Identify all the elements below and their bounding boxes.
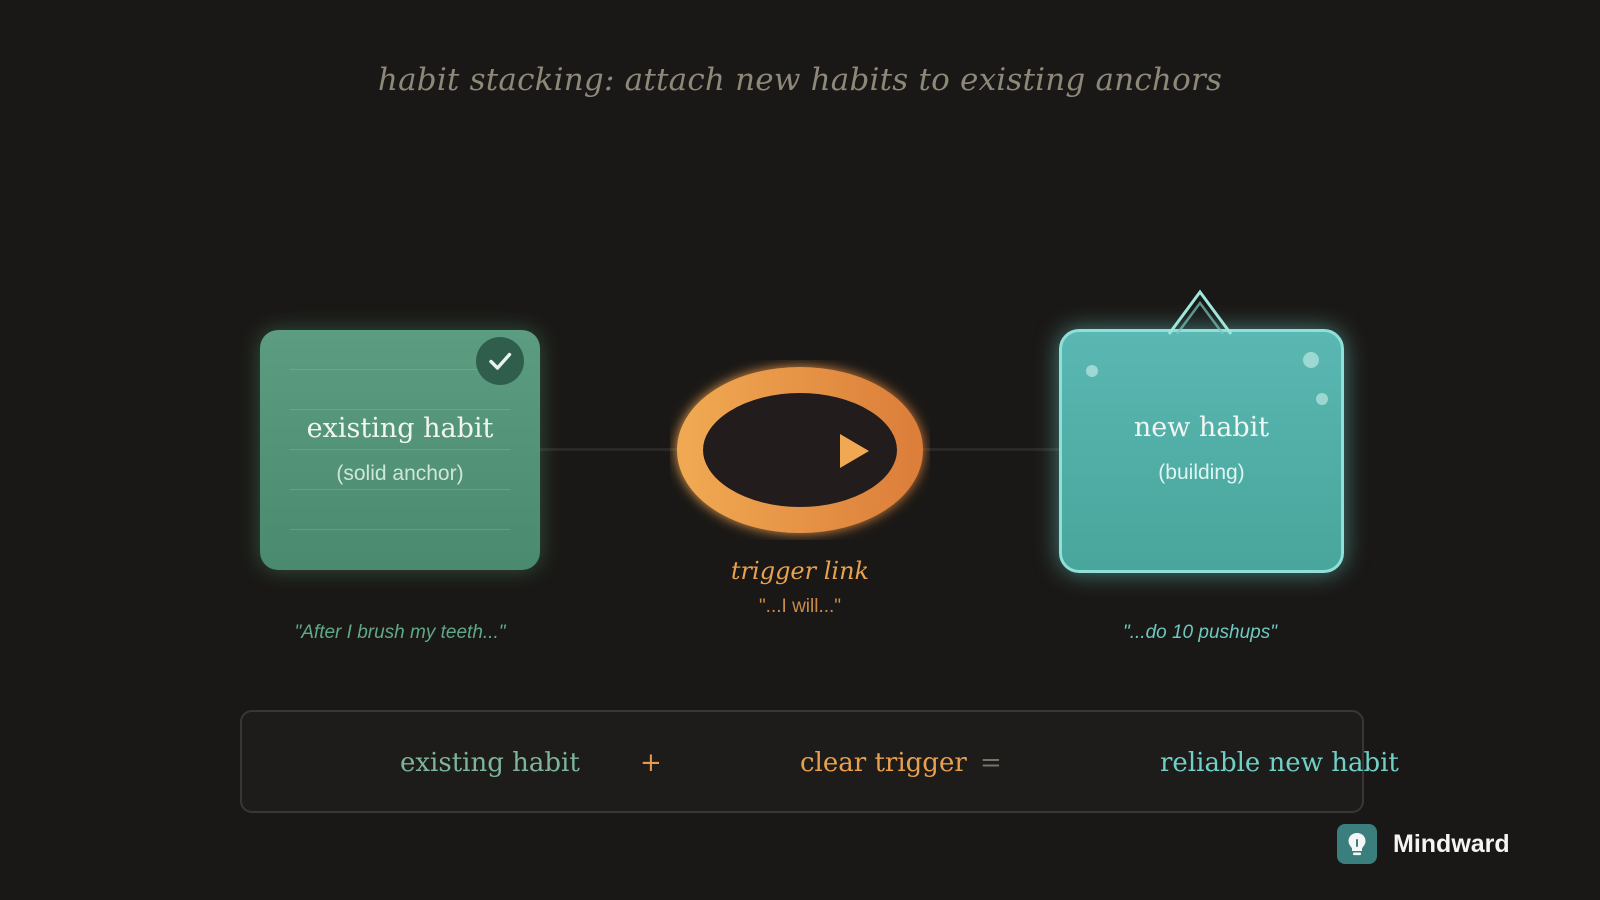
equation-plus: + — [640, 748, 662, 778]
connector-left — [540, 448, 690, 451]
new-habit-card: new habit (building) — [1059, 329, 1344, 573]
existing-habit-title: existing habit — [306, 413, 494, 444]
existing-habit-subtitle: (solid anchor) — [336, 462, 464, 485]
connector-right — [912, 448, 1059, 451]
trigger-label: trigger link — [730, 557, 870, 585]
lightbulb-icon — [1337, 824, 1377, 864]
brand-name: Mindward — [1393, 829, 1510, 858]
new-habit-title: new habit — [1133, 412, 1270, 443]
new-habit-quote: "...do 10 pushups" — [1123, 622, 1277, 643]
play-arrow-icon — [838, 432, 870, 475]
bubble-dot — [1316, 393, 1328, 405]
new-habit-subtitle: (building) — [1158, 461, 1245, 484]
card-rule — [290, 529, 510, 530]
diagram-title: habit stacking: attach new habits to exi… — [377, 62, 1223, 98]
brand-logo: Mindward — [1337, 824, 1510, 864]
checkmark-icon — [476, 337, 524, 385]
bubble-dot — [1086, 365, 1098, 377]
card-rule — [290, 489, 510, 490]
card-rule — [290, 409, 510, 410]
card-rule — [290, 369, 510, 370]
trigger-ring — [670, 360, 930, 545]
growth-chevron-icon — [1163, 282, 1237, 345]
equation-equals: = — [980, 748, 1002, 778]
trigger-quote: "...I will..." — [758, 596, 842, 617]
equation-box — [240, 710, 1364, 813]
existing-habit-quote: "After I brush my teeth..." — [294, 622, 506, 643]
equation-term-existing: existing habit — [400, 748, 580, 778]
card-rule — [290, 449, 510, 450]
equation-term-trigger: clear trigger — [800, 748, 967, 778]
bubble-dot — [1303, 352, 1319, 368]
equation-result: reliable new habit — [1160, 748, 1399, 778]
